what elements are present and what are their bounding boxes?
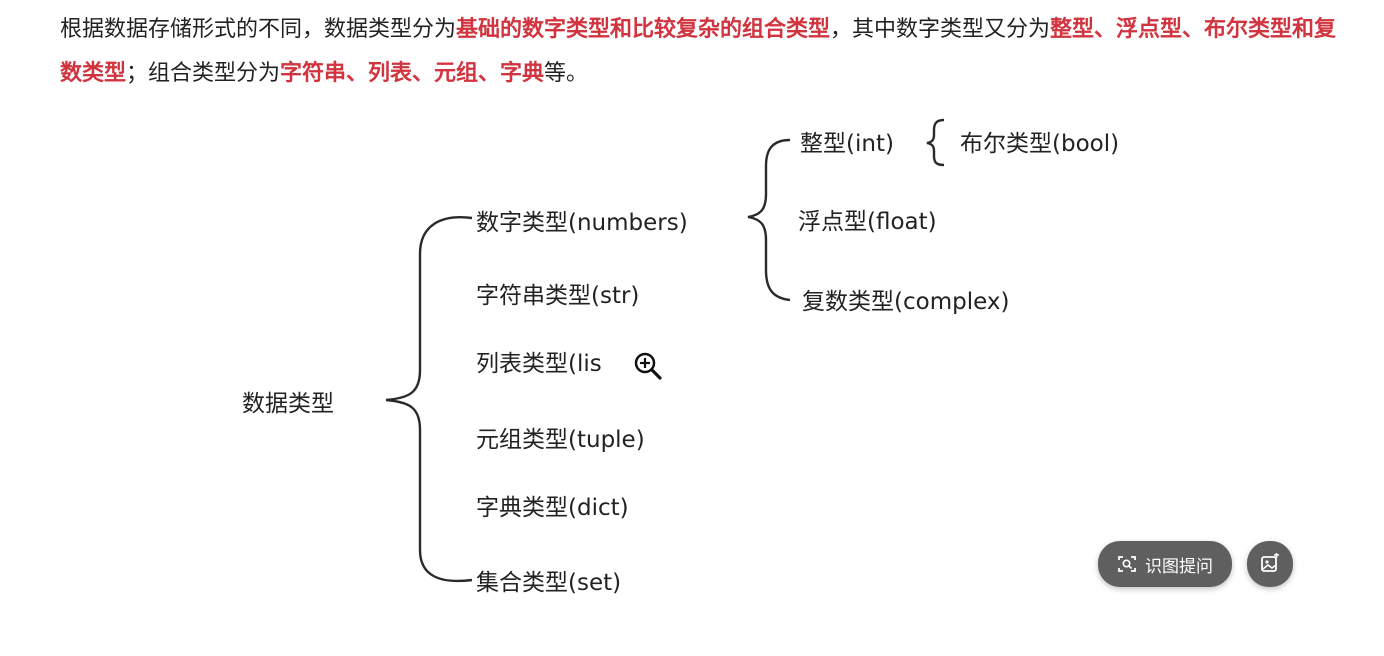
complex-node: 复数类型(complex)	[802, 282, 1009, 316]
str-label: 字符串类型(str)	[476, 283, 640, 309]
numbers-brace	[747, 138, 791, 302]
intro-text-3: ；组合类型分为	[126, 61, 281, 86]
zoom-cursor-icon	[634, 352, 662, 380]
root-label: 数据类型	[242, 391, 334, 417]
bool-node: 布尔类型(bool)	[960, 124, 1119, 158]
float-label: 浮点型(float)	[798, 209, 937, 235]
list-label: 列表类型(lis	[476, 351, 602, 377]
int-label: 整型(int)	[800, 131, 894, 157]
scan-icon	[1118, 556, 1136, 572]
intro-paragraph: 根据数据存储形式的不同，数据类型分为基础的数字类型和比较复杂的组合类型，其中数字…	[60, 8, 1340, 96]
image-ask-label: 识图提问	[1145, 556, 1213, 577]
dict-node: 字典类型(dict)	[476, 488, 629, 522]
tuple-node: 元组类型(tuple)	[476, 420, 645, 454]
root-node: 数据类型	[242, 384, 334, 418]
set-label: 集合类型(set)	[476, 570, 622, 596]
image-ask-button[interactable]: 识图提问	[1098, 541, 1232, 587]
intro-highlight-1: 基础的数字类型和比较复杂的组合类型	[456, 17, 831, 42]
image-edit-icon	[1261, 553, 1279, 572]
set-node: 集合类型(set)	[476, 563, 621, 597]
intro-text-1: 根据数据存储形式的不同，数据类型分为	[60, 17, 457, 42]
root-brace	[385, 216, 473, 583]
dict-label: 字典类型(dict)	[476, 495, 629, 521]
numbers-label: 数字类型(numbers)	[476, 210, 688, 236]
intro-highlight-2: 整型、浮点型、布尔类型和复数类型	[60, 17, 1337, 86]
image-edit-button[interactable]	[1247, 541, 1293, 587]
list-node: 列表类型(lis	[476, 344, 602, 378]
int-brace	[926, 118, 945, 167]
str-node: 字符串类型(str)	[476, 276, 639, 310]
float-node: 浮点型(float)	[798, 202, 937, 236]
intro-text-4: 等。	[544, 61, 589, 86]
intro-text-2: ，其中数字类型又分为	[830, 17, 1051, 42]
numbers-node: 数字类型(numbers)	[476, 203, 688, 237]
tuple-label: 元组类型(tuple)	[476, 427, 645, 453]
intro-highlight-3: 字符串、列表、元组、字典	[280, 61, 545, 86]
complex-label: 复数类型(complex)	[802, 289, 1010, 315]
int-node: 整型(int)	[800, 124, 894, 158]
bool-label: 布尔类型(bool)	[960, 131, 1120, 157]
